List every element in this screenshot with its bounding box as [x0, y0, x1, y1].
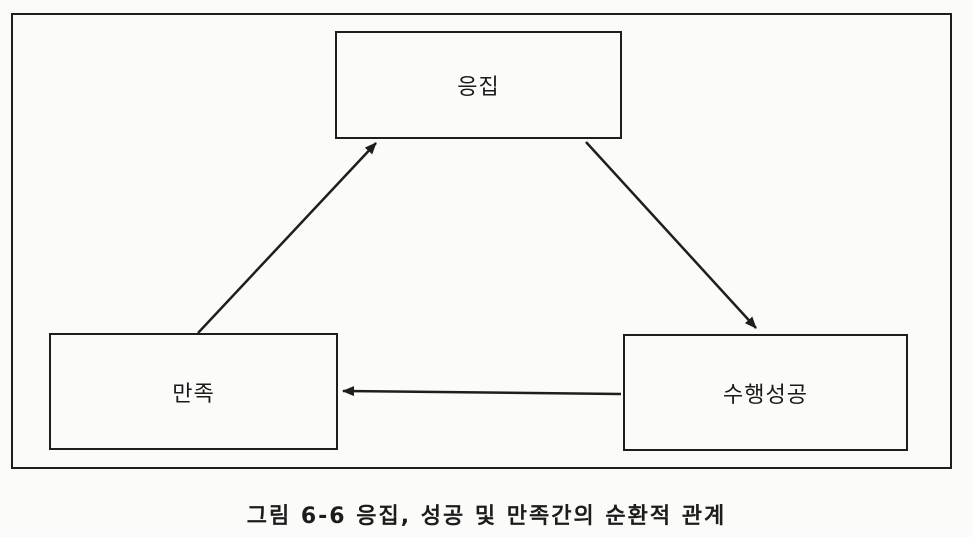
node-cohesion-label: 응집	[457, 75, 500, 100]
node-performance-success-label: 수행성공	[723, 382, 808, 408]
node-satisfaction: 만족	[49, 333, 338, 450]
figure-caption: 그림 6-6 응집, 성공 및 만족간의 순환적 관계	[246, 504, 727, 529]
node-satisfaction-label: 만족	[172, 381, 215, 407]
node-cohesion: 응집	[335, 31, 622, 139]
node-performance-success: 수행성공	[623, 334, 908, 451]
